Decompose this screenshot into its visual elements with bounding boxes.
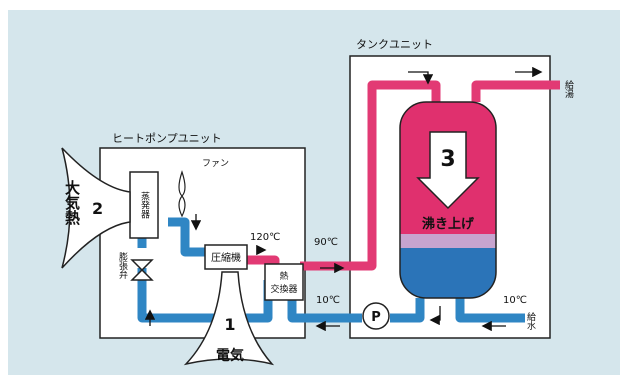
boil-up-label: 沸き上げ: [422, 216, 475, 232]
flow-arrows: [144, 66, 543, 332]
expansion-valve-label: 膨張弁: [117, 251, 128, 280]
heat-exchanger-box: [264, 263, 304, 301]
fan-icon: [178, 170, 186, 218]
pump-icon: [362, 302, 390, 330]
temp-hot-label: 90℃: [314, 237, 338, 248]
fan-label: ファン: [202, 159, 229, 169]
electricity-step-number: 1: [224, 315, 235, 334]
water-in-label: 給水: [525, 311, 536, 330]
heat-pump-unit-label: ヒートポンプユニット: [112, 132, 222, 145]
tank-step-number: 3: [440, 147, 455, 172]
hot-water-out-label: 給湯: [563, 79, 574, 99]
temp-inlet-label: 10℃: [503, 295, 527, 306]
evaporator-box: [129, 171, 159, 239]
air-heat-label: 大気熱: [63, 179, 81, 226]
air-heat-step-number: 2: [92, 199, 103, 218]
temp-compressor-label: 120℃: [250, 232, 280, 243]
heat-exchanger-label-1: 熱: [279, 270, 288, 282]
electricity-label: 電気: [216, 347, 244, 364]
electricity-funnel: [183, 271, 275, 366]
evaporator-label: 蒸発器: [139, 190, 150, 218]
compressor-box: [204, 244, 248, 270]
heat-exchanger-label-2: 交換器: [270, 283, 297, 295]
pump-label: P: [371, 310, 381, 325]
boil-up-arrow: [416, 131, 480, 210]
temp-return-label: 10℃: [316, 295, 340, 306]
air-heat-funnel: [61, 147, 131, 269]
tank-unit-label: タンクユニット: [356, 38, 433, 51]
expansion-valve-icon: [130, 259, 154, 281]
compressor-label: 圧縮機: [211, 251, 241, 264]
